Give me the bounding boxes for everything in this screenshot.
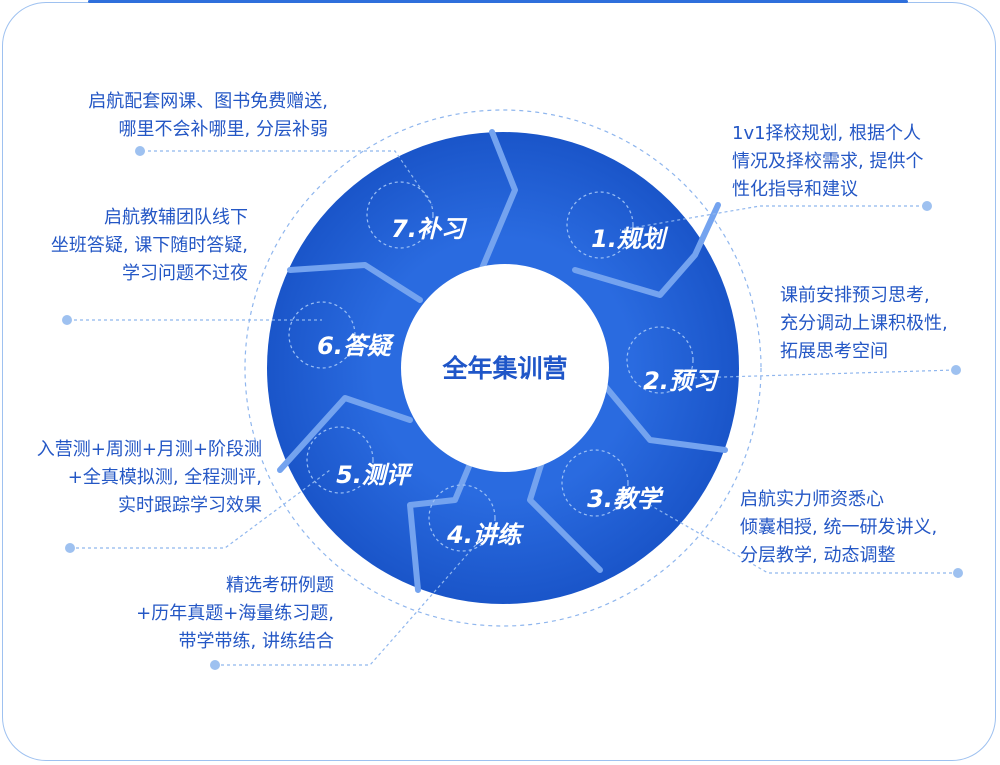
note-jiaoxue-line1: 启航实力师资悉心: [740, 489, 884, 510]
stage-7-label: 7.补习: [391, 215, 468, 243]
divider-5: [277, 395, 413, 473]
stage-6-label: 6.答疑: [317, 332, 395, 360]
dot-bukao: [135, 146, 145, 156]
note-yuxi-line3: 拓展思考空间: [780, 341, 888, 362]
divider-6: [287, 262, 423, 303]
stage-3-halo: [561, 449, 629, 517]
stage-2-label: 2.预习: [643, 367, 720, 395]
stage-5-halo: [306, 426, 374, 494]
note-jiaoxue: 启航实力师资悉心 倾囊相授, 统一研发讲义, 分层教学, 动态调整: [740, 486, 937, 570]
leader-bukao: [142, 150, 433, 206]
dot-ceping: [65, 543, 75, 553]
stage-2-halo: [626, 326, 694, 394]
dot-dayi: [62, 315, 72, 325]
note-jiaoxue-line2: 倾囊相授, 统一研发讲义,: [740, 517, 938, 538]
stage-4-label: 4.讲练: [446, 521, 525, 549]
note-yuxi-line1: 课前安排预习思考,: [780, 285, 930, 306]
divider-4: [407, 449, 478, 593]
dot-jianglian: [210, 660, 220, 670]
note-jianglian-line3: 带学带练, 讲练结合: [178, 631, 334, 652]
note-yuxi: 课前安排预习思考, 充分调动上课积极性, 拓展思考空间: [780, 282, 948, 366]
note-ceping-line3: 实时跟踪学习效果: [118, 495, 262, 516]
note-bukao: 启航配套网课、图书免费赠送, 哪里不会补哪里, 分层补弱: [88, 88, 328, 144]
stage-1-halo: [566, 191, 634, 259]
stage-3-label: 3.教学: [587, 485, 664, 513]
note-guihua-line3: 性化指导和建议: [732, 179, 858, 200]
note-jiaoxue-line3: 分层教学, 动态调整: [740, 545, 896, 566]
note-bukao-line2: 哪里不会补哪里, 分层补弱: [118, 119, 328, 140]
note-jianglian-line2: +历年真题+海量练习题,: [136, 603, 334, 624]
leader-yuxi: [689, 369, 956, 379]
note-dayi-line2: 坐班答疑, 课下随时答疑,: [50, 235, 248, 256]
note-dayi-line1: 启航教辅团队线下: [104, 207, 248, 228]
outer-dashed-ring: [244, 109, 762, 627]
top-accent-bar: [88, 0, 908, 3]
leader-guihua: [619, 205, 925, 231]
stage-7-halo: [366, 181, 434, 249]
note-dayi-line3: 学习问题不过夜: [122, 263, 248, 284]
note-jianglian: 精选考研例题 +历年真题+海量练习题, 带学带练, 讲练结合: [136, 572, 334, 656]
note-jianglian-line1: 精选考研例题: [226, 575, 334, 596]
note-ceping-line1: 入营测+周测+月测+阶段测: [36, 439, 262, 460]
dot-jiaoxue: [953, 568, 963, 578]
note-yuxi-line2: 充分调动上课积极性,: [780, 313, 948, 334]
divider-2: [597, 377, 728, 453]
stage-1-label: 1.规划: [591, 225, 669, 253]
note-guihua-line2: 情况及择校需求, 提供个: [732, 151, 924, 172]
note-dayi: 启航教辅团队线下 坐班答疑, 课下随时答疑, 学习问题不过夜: [51, 204, 248, 288]
note-guihua: 1v1择校规划, 根据个人 情况及择校需求, 提供个 性化指导和建议: [732, 120, 923, 204]
stage-4-halo: [428, 484, 496, 552]
divider-1: [572, 202, 721, 298]
dot-yuxi: [951, 365, 961, 375]
note-ceping: 入营测+周测+月测+阶段测 +全真模拟测, 全程测评, 实时跟踪学习效果: [37, 436, 262, 520]
note-bukao-line1: 启航配套网课、图书免费赠送,: [88, 91, 328, 112]
leader-jianglian: [215, 539, 481, 666]
note-ceping-line2: +全真模拟测, 全程测评,: [67, 467, 262, 488]
leader-ceping: [70, 469, 331, 549]
center-circle: [401, 264, 609, 472]
note-guihua-line1: 1v1择校规划, 根据个人: [732, 123, 921, 144]
stage-5-label: 5.测评: [336, 461, 414, 489]
center-title: 全年集训营: [441, 354, 567, 383]
dot-guihua: [922, 201, 932, 211]
divider-7: [475, 129, 518, 281]
stage-6-halo: [288, 301, 356, 369]
